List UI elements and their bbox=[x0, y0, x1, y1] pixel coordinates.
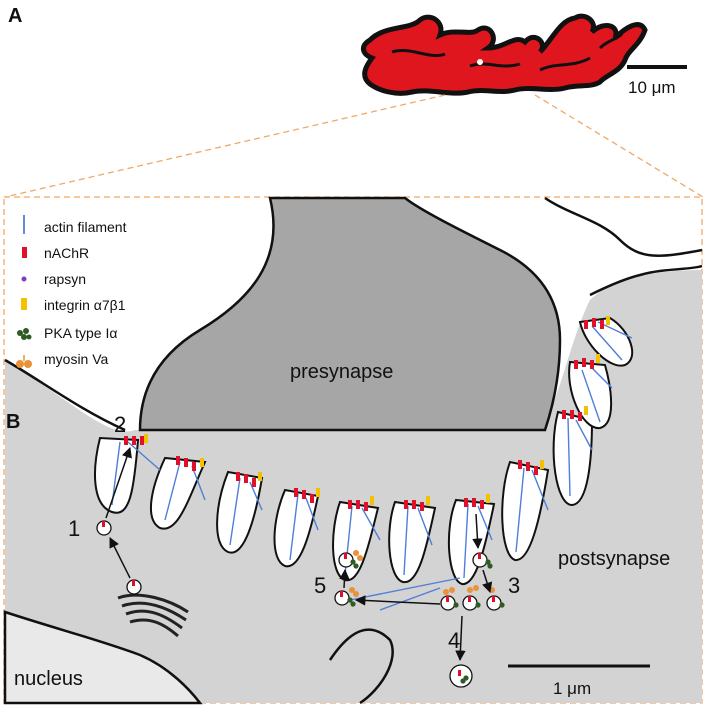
legend-myosin: myosin Va bbox=[44, 351, 109, 367]
vesicle-receptors bbox=[102, 521, 495, 676]
step-1: 1 bbox=[68, 516, 80, 541]
integrin-icon bbox=[21, 298, 27, 310]
actin-filaments bbox=[111, 321, 633, 611]
panel-label-a: A bbox=[8, 5, 22, 27]
nachr-icon bbox=[22, 247, 27, 258]
nmj-outline bbox=[361, 13, 648, 96]
legend-pka: PKA type Iα bbox=[44, 325, 117, 341]
nucleus-label: nucleus bbox=[14, 668, 83, 690]
nachr-clusters bbox=[124, 316, 610, 511]
presynapse-terminal bbox=[138, 196, 562, 432]
scalebar-bottom-label: 1 μm bbox=[553, 679, 591, 698]
step-5: 5 bbox=[314, 573, 326, 598]
nmj-dot bbox=[477, 59, 483, 65]
pka-icon bbox=[17, 328, 32, 340]
myosin-icon bbox=[16, 355, 32, 368]
step-4: 4 bbox=[448, 628, 460, 653]
nmj-folds bbox=[391, 32, 624, 72]
membrane-lower bbox=[328, 628, 394, 705]
postsynapse-region bbox=[5, 270, 702, 703]
scalebar-bottom: 1 μm bbox=[508, 664, 650, 698]
scalebar-top: 10 μm bbox=[627, 65, 687, 97]
legend-actin: actin filament bbox=[44, 219, 127, 235]
legend-nachr: nAChR bbox=[44, 245, 89, 261]
membrane-right bbox=[589, 264, 703, 297]
membrane-upper-right bbox=[544, 196, 703, 257]
nucleus-envelope bbox=[3, 610, 203, 705]
panel-label-b: B bbox=[6, 411, 20, 433]
nmj-overview bbox=[361, 13, 648, 96]
junctional-folds bbox=[94, 316, 634, 585]
scalebar-top-label: 10 μm bbox=[628, 78, 676, 97]
step-3: 3 bbox=[508, 573, 520, 598]
rapsyn-icon bbox=[21, 276, 27, 282]
golgi-apparatus bbox=[117, 593, 189, 638]
membrane-left bbox=[4, 358, 126, 432]
legend-integrin: integrin α7β1 bbox=[44, 297, 126, 313]
step-2: 2 bbox=[114, 412, 126, 437]
legend-rapsyn: rapsyn bbox=[44, 271, 86, 287]
vesicle-pka bbox=[347, 559, 505, 684]
presynapse-label: presynapse bbox=[290, 361, 393, 383]
trafficking-arrows bbox=[105, 447, 493, 662]
legend: actin filament nAChR rapsyn integrin α7β… bbox=[16, 215, 127, 368]
postsynapse-label: postsynapse bbox=[558, 548, 670, 570]
